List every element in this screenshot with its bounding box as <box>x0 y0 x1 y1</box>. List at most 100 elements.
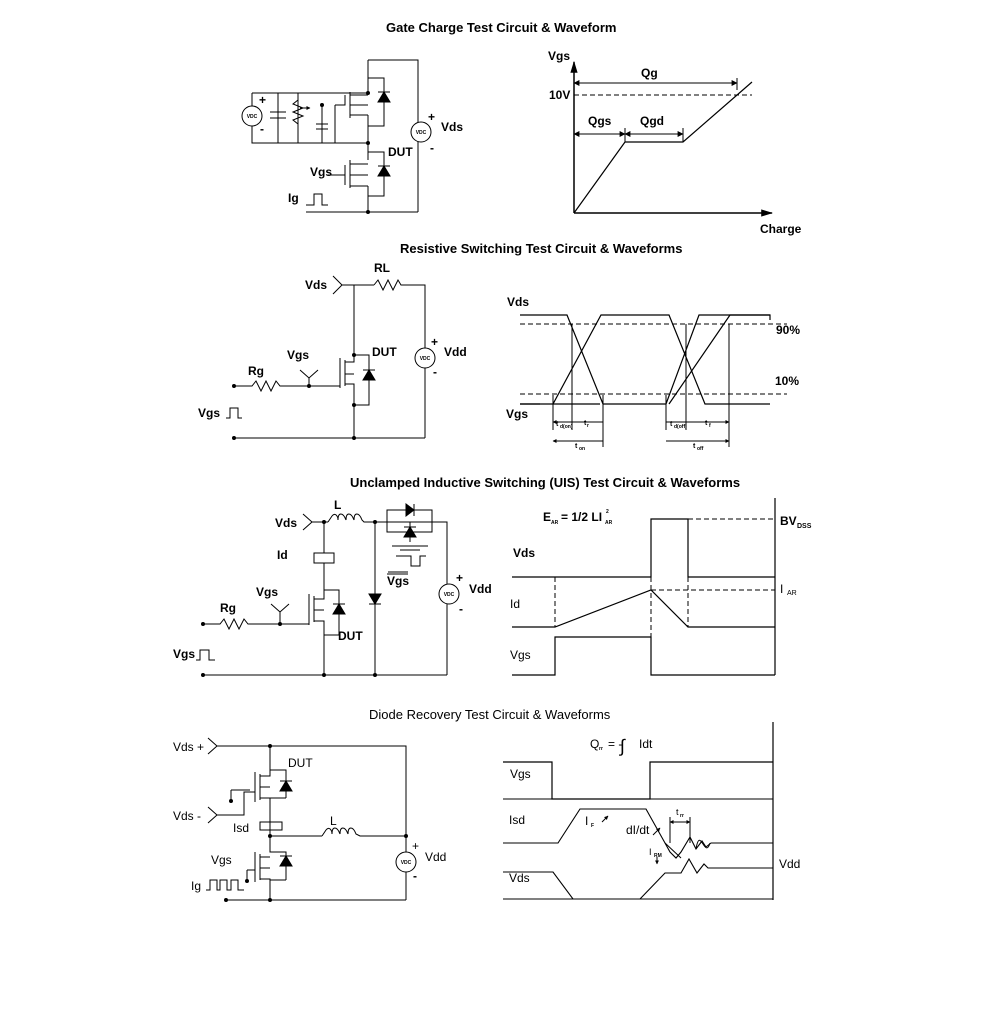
svg-text:-: - <box>433 365 437 379</box>
svg-text:RM: RM <box>654 853 662 859</box>
svg-text:Qg: Qg <box>641 66 658 80</box>
svg-text:-: - <box>413 869 417 883</box>
svg-text:AR: AR <box>787 590 797 597</box>
svg-text:∫: ∫ <box>618 736 626 756</box>
svg-text:Id: Id <box>510 597 520 611</box>
svg-text:Vds: Vds <box>509 871 530 885</box>
svg-text:= -: = - <box>608 737 622 751</box>
svg-text:Qgs: Qgs <box>588 114 612 128</box>
svg-text:Vgs: Vgs <box>548 49 570 63</box>
svg-text:F: F <box>591 823 594 829</box>
svg-text:-: - <box>260 122 264 136</box>
svg-text:Isd: Isd <box>233 821 249 835</box>
svg-text:2: 2 <box>606 509 609 515</box>
svg-text:Vds: Vds <box>513 546 535 560</box>
svg-text:t: t <box>670 421 673 428</box>
svg-text:DUT: DUT <box>372 345 397 359</box>
svg-text:Rg: Rg <box>248 364 264 378</box>
svg-text:Vgs: Vgs <box>173 647 195 661</box>
svg-text:DUT: DUT <box>388 145 413 159</box>
svg-text:rr: rr <box>599 746 603 752</box>
svg-text:Rg: Rg <box>220 601 236 615</box>
diode-circuit-labels: Vds + Vds - DUT Isd L Vgs Ig + Vdd - <box>173 740 446 893</box>
uis-title: Unclamped Inductive Switching (UIS) Test… <box>350 475 741 490</box>
svg-text:t: t <box>676 807 679 817</box>
svg-text:Vdd: Vdd <box>425 850 446 864</box>
svg-text:AR: AR <box>605 520 613 526</box>
svg-text:Ig: Ig <box>288 191 299 205</box>
uis-circuit: VDC <box>196 503 460 677</box>
svg-text:DUT: DUT <box>338 629 363 643</box>
svg-text:off: off <box>697 446 704 452</box>
svg-text:I: I <box>780 582 783 596</box>
svg-text:BV: BV <box>780 514 797 528</box>
svg-text:on: on <box>579 446 585 452</box>
diode-recovery-title: Diode Recovery Test Circuit & Waveforms <box>369 707 611 722</box>
svg-text:t: t <box>705 420 708 427</box>
svg-text:Vds -: Vds - <box>173 809 201 823</box>
svg-text:VDC: VDC <box>416 130 427 136</box>
resistive-waveform-labels: Vds Vgs 90% 10% t d(on) t r t on t d(off… <box>506 295 800 452</box>
svg-text:+: + <box>428 110 435 124</box>
svg-text:-: - <box>459 602 463 616</box>
svg-text:f: f <box>709 423 711 429</box>
svg-text:RL: RL <box>374 261 390 275</box>
resistive-switching-title: Resistive Switching Test Circuit & Wavef… <box>400 241 683 256</box>
svg-text:Vgs: Vgs <box>198 406 220 420</box>
svg-text:t: t <box>693 443 696 450</box>
resistive-waveform <box>520 314 771 405</box>
svg-text:Vdd: Vdd <box>779 857 800 871</box>
svg-text:VDC: VDC <box>401 860 412 866</box>
svg-text:90%: 90% <box>776 323 800 337</box>
uis-waveform <box>512 498 776 676</box>
svg-text:+: + <box>456 571 463 585</box>
svg-text:I: I <box>649 847 652 857</box>
gate-charge-circuit-labels: + - + Vds - DUT Vgs Ig <box>259 93 463 205</box>
svg-text:r: r <box>587 423 589 429</box>
svg-text:Vds: Vds <box>507 295 529 309</box>
svg-text:VDC: VDC <box>444 592 455 598</box>
resistive-guides <box>520 323 787 447</box>
svg-text:Vds +: Vds + <box>173 740 204 754</box>
svg-text:Id: Id <box>277 548 288 562</box>
svg-text:t: t <box>556 421 559 428</box>
svg-text:VDC: VDC <box>420 356 431 362</box>
svg-text:Vgs: Vgs <box>506 407 528 421</box>
svg-text:Vgs: Vgs <box>287 348 309 362</box>
resistive-circuit: VDC <box>226 275 436 440</box>
diode-waveform-labels: Q rr = - ∫ Idt Vgs Isd I F dI/dt t rr I … <box>509 736 800 885</box>
svg-text:+: + <box>412 839 419 853</box>
gate-charge-circuit: VDC VDC <box>241 59 432 214</box>
svg-text:rr: rr <box>680 813 684 819</box>
svg-text:Vgs: Vgs <box>211 853 232 867</box>
svg-text:10%: 10% <box>775 374 799 388</box>
svg-text:Vds: Vds <box>275 516 297 530</box>
gate-charge-waveform-labels: Vgs Qg 10V Qgs Qgd Charge <box>548 49 802 236</box>
uis-circuit-labels: Vds L Id Vgs Rg DUT Vgs Vgs + Vdd - <box>173 498 492 661</box>
svg-text:Vgs: Vgs <box>387 574 409 588</box>
svg-text:Vgs: Vgs <box>510 767 531 781</box>
svg-text:Vgs: Vgs <box>510 648 531 662</box>
svg-text:= 1/2 LI: = 1/2 LI <box>561 510 602 524</box>
svg-text:Vdd: Vdd <box>444 345 467 359</box>
svg-text:VDC: VDC <box>247 114 258 120</box>
svg-text:Qgd: Qgd <box>640 114 664 128</box>
svg-text:Vgs: Vgs <box>310 165 332 179</box>
svg-text:d(on): d(on) <box>560 424 573 430</box>
svg-text:Ig: Ig <box>191 879 201 893</box>
svg-text:DUT: DUT <box>288 756 313 770</box>
svg-text:Vgs: Vgs <box>256 585 278 599</box>
svg-text:DSS: DSS <box>797 523 812 530</box>
svg-text:t: t <box>584 420 587 427</box>
diode-circuit: VDC <box>206 737 417 902</box>
gate-charge-title: Gate Charge Test Circuit & Waveform <box>386 20 617 35</box>
svg-text:Vds: Vds <box>441 120 463 134</box>
svg-text:dI/dt: dI/dt <box>626 823 650 837</box>
svg-text:I: I <box>585 814 588 828</box>
gate-charge-waveform <box>570 60 774 217</box>
svg-text:AR: AR <box>551 520 559 526</box>
svg-text:Idt: Idt <box>639 737 653 751</box>
svg-text:E: E <box>543 510 551 524</box>
svg-text:+: + <box>259 93 266 107</box>
